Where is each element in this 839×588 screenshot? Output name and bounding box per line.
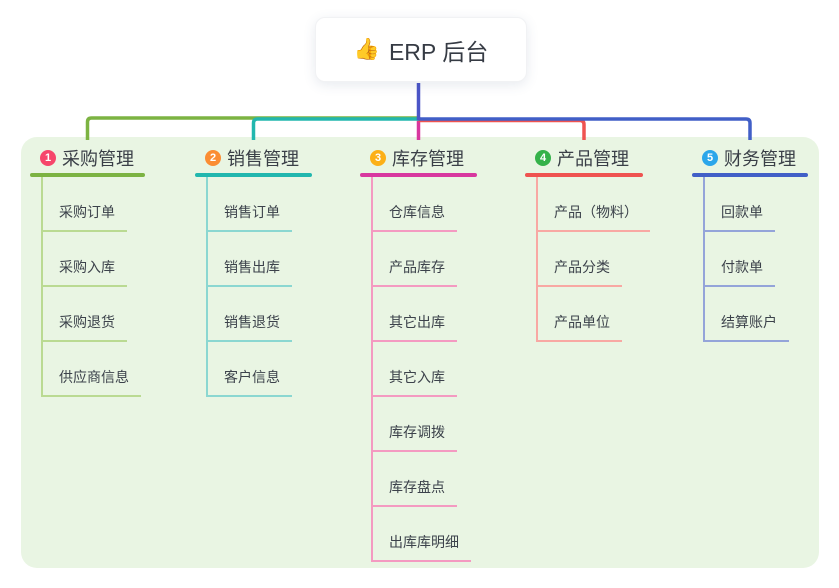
branch-node[interactable]: 4 产品管理 — [525, 146, 643, 170]
root-label: ERP 后台 — [388, 38, 489, 65]
branch-node[interactable]: 3 库存管理 — [360, 146, 477, 170]
children-connector-line — [536, 176, 538, 342]
child-node[interactable]: 其它入库 — [371, 367, 457, 397]
child-node[interactable]: 其它出库 — [371, 312, 457, 342]
branch-finance: 5 财务管理 回款单付款单结算账户 — [692, 146, 808, 342]
branch-number-badge: 4 — [535, 150, 551, 166]
branch-title: 产品管理 — [557, 149, 629, 169]
branch-inventory: 3 库存管理 仓库信息产品库存其它出库其它入库库存调拨库存盘点出库库明细 — [360, 146, 477, 562]
branch-underline — [360, 173, 477, 177]
child-node[interactable]: 产品（物料） — [536, 202, 650, 232]
branch-node[interactable]: 1 采购管理 — [30, 146, 145, 170]
child-node[interactable]: 库存盘点 — [371, 477, 457, 507]
branch-underline — [692, 173, 808, 177]
branch-title: 采购管理 — [62, 149, 134, 169]
child-node[interactable]: 产品库存 — [371, 257, 457, 287]
branch-underline — [30, 173, 145, 177]
child-node[interactable]: 回款单 — [703, 202, 775, 232]
branch-underline — [525, 173, 643, 177]
child-node[interactable]: 出库库明细 — [371, 532, 471, 562]
branch-node[interactable]: 2 销售管理 — [195, 146, 312, 170]
branch-underline — [195, 173, 312, 177]
branch-sales: 2 销售管理 销售订单销售出库销售退货客户信息 — [195, 146, 312, 397]
child-node[interactable]: 客户信息 — [206, 367, 292, 397]
child-node[interactable]: 采购订单 — [41, 202, 127, 232]
child-node[interactable]: 产品单位 — [536, 312, 622, 342]
branch-product: 4 产品管理 产品（物料） 产品分类产品单位 — [525, 146, 650, 342]
branch-title: 销售管理 — [227, 149, 299, 169]
child-node[interactable]: 库存调拨 — [371, 422, 457, 452]
mindmap-background-panel — [21, 137, 819, 568]
branch-number-badge: 1 — [40, 150, 56, 166]
child-node[interactable]: 销售订单 — [206, 202, 292, 232]
child-node[interactable]: 供应商信息 — [41, 367, 141, 397]
branch-number-badge: 2 — [205, 150, 221, 166]
child-node[interactable]: 仓库信息 — [371, 202, 457, 232]
child-node[interactable]: 销售出库 — [206, 257, 292, 287]
thumbs-up-icon: 👍 — [353, 38, 380, 61]
branch-number-badge: 5 — [702, 150, 718, 166]
branch-number-badge: 3 — [370, 150, 386, 166]
branch-title: 库存管理 — [392, 149, 464, 169]
branch-purchase: 1 采购管理 采购订单采购入库采购退货供应商信息 — [30, 146, 145, 397]
children-connector-line — [703, 176, 705, 342]
child-node[interactable]: 采购退货 — [41, 312, 127, 342]
branch-node[interactable]: 5 财务管理 — [692, 146, 808, 170]
child-node[interactable]: 采购入库 — [41, 257, 127, 287]
child-node[interactable]: 结算账户 — [703, 312, 789, 342]
children-connector-line — [371, 176, 373, 562]
child-node[interactable]: 付款单 — [703, 257, 775, 287]
root-node[interactable]: 👍 ERP 后台 — [315, 17, 527, 82]
branch-title: 财务管理 — [724, 149, 796, 169]
child-node[interactable]: 产品分类 — [536, 257, 622, 287]
child-node[interactable]: 销售退货 — [206, 312, 292, 342]
